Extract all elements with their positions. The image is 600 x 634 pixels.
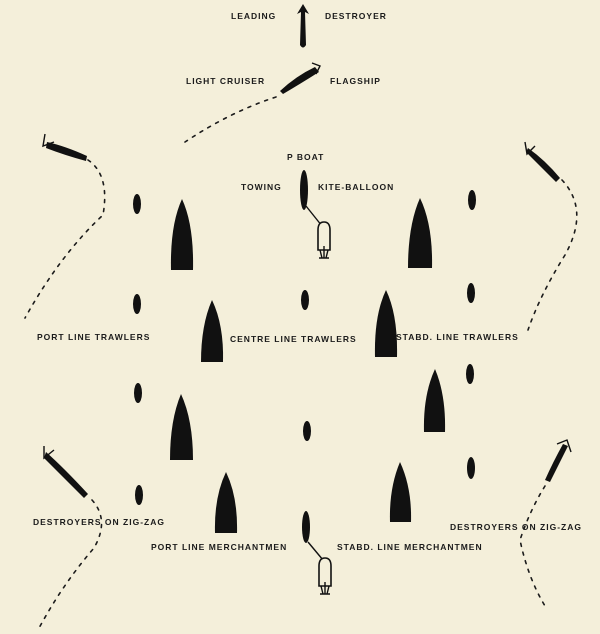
label-port-line-trawlers: PORT LINE TRAWLERS [37,332,150,342]
destroyer-bottom-left [43,446,88,498]
port-trawler-3 [134,383,142,403]
port-merchantman-3 [214,472,238,533]
cruiser-track [184,96,277,143]
port-trawler-2 [133,294,141,314]
stbd-trawler-2 [467,283,475,303]
label-destroyers-zigzag-right: DESTROYERS ON ZIG-ZAG [450,522,582,532]
port-merchantman-2 [170,394,193,460]
label-p-boat: P BOAT [287,152,324,162]
leading-destroyer [297,4,309,48]
port-trawler-1 [133,194,141,214]
stbd-trawler-1 [468,190,476,210]
p-boat-ship [300,170,308,210]
label-towing: TOWING [241,182,282,192]
destroyer-top-right [524,141,560,182]
zigzag-track-bottom-right [519,485,546,607]
centre-trawler-2 [303,421,311,441]
destroyer-top-left [42,133,87,161]
stbd-merchantman-1 [408,198,433,268]
zigzag-track-top-right [527,179,578,331]
label-light-cruiser: LIGHT CRUISER [186,76,265,86]
kite-balloon-rear [318,557,332,595]
label-flagship: FLAGSHIP [330,76,381,86]
zigzag-track-top-left [24,159,106,319]
centre-ship-right [374,290,398,357]
stbd-trawler-3 [466,364,474,384]
centre-p-boat-rear [302,511,310,543]
kite-balloon-front [317,221,331,259]
light-cruiser-flagship [280,62,321,94]
centre-trawler-1 [301,290,309,310]
stbd-merchantman-3 [389,462,412,522]
destroyer-bottom-right [545,439,572,482]
label-stabd-line-trawlers: STABD. LINE TRAWLERS [396,332,519,342]
label-port-line-merchantmen: PORT LINE MERCHANTMEN [151,542,287,552]
label-leading: LEADING [231,11,276,21]
label-centre-line-trawlers: CENTRE LINE TRAWLERS [230,334,357,344]
port-merchantman-1 [170,199,194,270]
tow-line-front [305,205,323,227]
label-destroyers-zigzag-left: DESTROYERS ON ZIG-ZAG [33,517,165,527]
label-kite-balloon: KITE-BALLOON [318,182,394,192]
centre-ship-left [201,300,224,362]
stbd-merchantman-2 [423,369,446,432]
tow-line-rear [307,541,324,561]
label-stabd-line-merchantmen: STABD. LINE MERCHANTMEN [337,542,483,552]
label-destroyer: DESTROYER [325,11,387,21]
stbd-trawler-4 [467,457,475,479]
port-trawler-4 [135,485,143,505]
